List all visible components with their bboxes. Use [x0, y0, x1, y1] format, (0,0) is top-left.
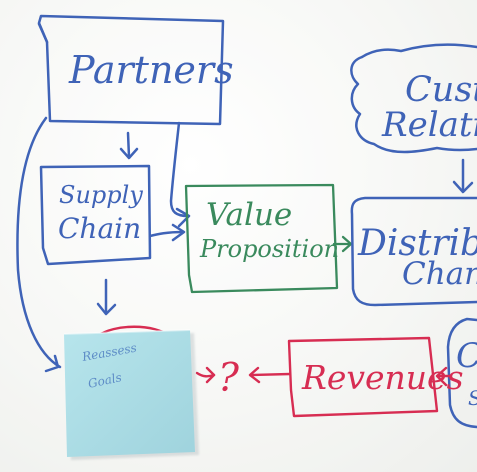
distribution-channels-label-1: Distrib [357, 223, 477, 264]
customer-to-distribution-arrow [452, 158, 474, 194]
value-to-distribution-arrow [332, 235, 353, 253]
question-mark: ? [218, 356, 240, 401]
supply-to-sticky-arrow [96, 278, 117, 316]
sticky-note-line-2: Goals [87, 370, 123, 391]
value-proposition-label-1: Value [206, 197, 292, 233]
right-edge-label-1: C [456, 336, 477, 376]
supply-chain-label-2: Chain [58, 212, 141, 245]
sticky-to-question-arrow [195, 366, 216, 384]
right-edge-box [446, 317, 477, 429]
revenues-to-question-arrow [248, 366, 292, 384]
distribution-channels-label-2: Chan [402, 256, 477, 292]
right-edge-label-2: S [468, 386, 477, 410]
customer-relationships-box [350, 43, 477, 154]
partners-to-supply-arrow [119, 131, 139, 160]
supply-chain-box [39, 164, 152, 266]
sticky-note [64, 330, 195, 457]
supply-to-value-arrow [148, 223, 186, 242]
customer-relationships-label-1: Custo [405, 70, 477, 110]
supply-chain-label-1: Supply [59, 181, 143, 209]
revenues-label: Revenues [301, 358, 464, 397]
value-proposition-box [184, 183, 339, 294]
distribution-channels-box [350, 196, 477, 307]
customer-relationships-label-2: Relatio [381, 105, 477, 145]
sticky-note-edge [63, 329, 191, 335]
partners-label: Partners [68, 48, 234, 92]
partners-to-sticky-curve [16, 116, 62, 373]
customer-segments-to-revenues-arrow [435, 366, 453, 387]
partners-box [37, 14, 225, 126]
partners-to-value-curve [169, 121, 191, 228]
revenues-box [287, 336, 439, 418]
value-proposition-label-2: Proposition [199, 235, 339, 263]
